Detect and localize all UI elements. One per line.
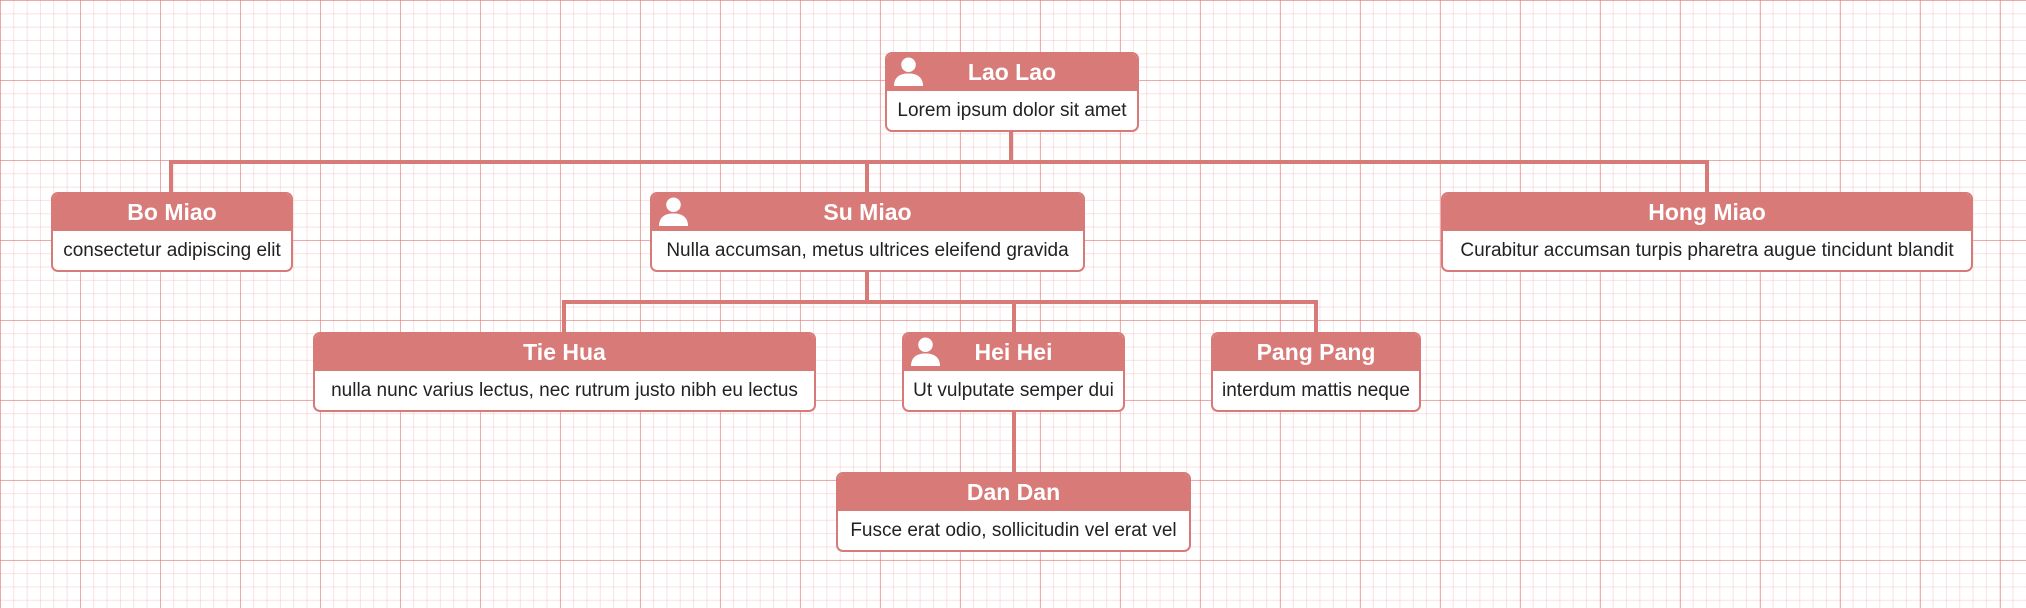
node-name: Bo Miao bbox=[127, 199, 217, 225]
node-header: Pang Pang bbox=[1213, 334, 1419, 371]
node-description: consectetur adipiscing elit bbox=[63, 239, 281, 261]
node-name: Lao Lao bbox=[967, 59, 1057, 85]
node-dan-dan[interactable]: Dan Dan Fusce erat odio, sollicitudin ve… bbox=[836, 472, 1191, 552]
node-description: Curabitur accumsan turpis pharetra augue… bbox=[1460, 239, 1954, 261]
node-header: Bo Miao bbox=[53, 194, 291, 231]
node-header: Hong Miao bbox=[1443, 194, 1971, 231]
node-su-miao[interactable]: Su Miao Nulla accumsan, metus ultrices e… bbox=[650, 192, 1085, 272]
node-hong-miao[interactable]: Hong Miao Curabitur accumsan turpis phar… bbox=[1441, 192, 1973, 272]
person-icon bbox=[658, 197, 689, 227]
node-name: Dan Dan bbox=[966, 479, 1061, 505]
node-name: Su Miao bbox=[823, 199, 912, 225]
node-header: Su Miao bbox=[652, 194, 1083, 231]
node-name: Tie Hua bbox=[523, 339, 606, 365]
node-description: Fusce erat odio, sollicitudin vel erat v… bbox=[850, 519, 1177, 541]
node-description: Ut vulputate semper dui bbox=[913, 379, 1114, 401]
node-bo-miao[interactable]: Bo Miao consectetur adipiscing elit bbox=[51, 192, 293, 272]
node-header: Lao Lao bbox=[887, 54, 1137, 91]
node-hei-hei[interactable]: Hei Hei Ut vulputate semper dui bbox=[902, 332, 1125, 412]
person-icon bbox=[910, 337, 941, 367]
node-lao-lao[interactable]: Lao Lao Lorem ipsum dolor sit amet bbox=[885, 52, 1139, 132]
person-icon bbox=[893, 57, 924, 87]
node-header: Tie Hua bbox=[315, 334, 814, 371]
node-description: nulla nunc varius lectus, nec rutrum jus… bbox=[331, 379, 798, 401]
node-name: Pang Pang bbox=[1256, 339, 1376, 365]
node-description: Lorem ipsum dolor sit amet bbox=[897, 99, 1127, 121]
node-header: Dan Dan bbox=[838, 474, 1189, 511]
node-header: Hei Hei bbox=[904, 334, 1123, 371]
node-name: Hong Miao bbox=[1648, 199, 1766, 225]
node-tie-hua[interactable]: Tie Hua nulla nunc varius lectus, nec ru… bbox=[313, 332, 816, 412]
node-description: interdum mattis neque bbox=[1222, 379, 1410, 401]
node-pang-pang[interactable]: Pang Pang interdum mattis neque bbox=[1211, 332, 1421, 412]
node-description: Nulla accumsan, metus ultrices eleifend … bbox=[666, 239, 1069, 261]
node-name: Hei Hei bbox=[974, 339, 1053, 365]
